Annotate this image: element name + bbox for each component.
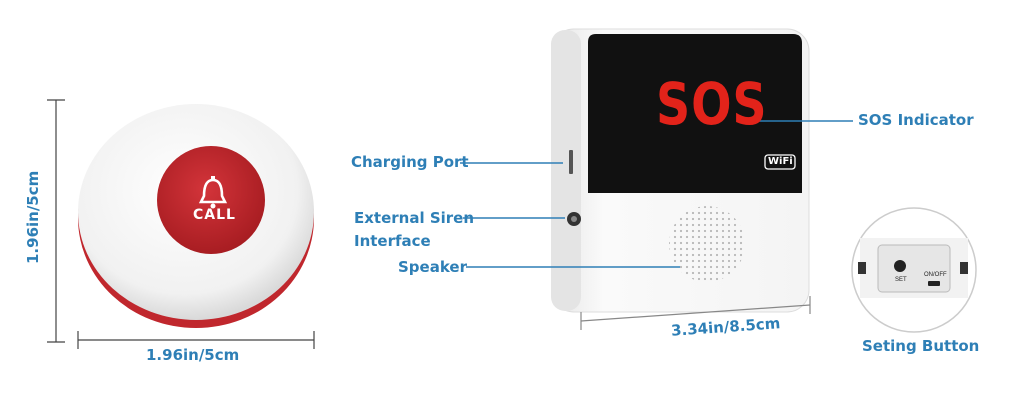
receiver-width-dimension <box>580 296 811 330</box>
setting-button-inset <box>851 207 977 333</box>
sos-display-text: SOS <box>656 70 768 138</box>
sos-indicator-label: SOS Indicator <box>858 111 974 129</box>
call-button-height-label: 1.96in/5cm <box>24 170 42 264</box>
call-button-width-label: 1.96in/5cm <box>146 346 240 364</box>
set-label: SET <box>895 277 907 283</box>
call-button-width-dimension <box>77 331 315 349</box>
wifi-text: WiFi <box>768 156 793 167</box>
call-text: CALL <box>193 207 236 223</box>
external-siren-label-line1: External Siren <box>354 209 475 227</box>
speaker-label: Speaker <box>398 258 467 276</box>
wifi-badge <box>764 154 796 170</box>
bell-icon <box>198 176 228 209</box>
external-siren-label-line2: Interface <box>354 232 431 250</box>
setting-button-caption: Seting Button <box>862 337 980 355</box>
receiver-device <box>551 28 810 313</box>
speaker-grille <box>669 206 745 282</box>
onoff-switch <box>928 281 940 286</box>
charging-port-label: Charging Port <box>351 153 469 171</box>
display-panel <box>588 34 802 193</box>
onoff-label: ON/OFF <box>924 272 947 278</box>
set-button <box>894 260 906 272</box>
charging-port <box>569 150 573 174</box>
call-button-height-dimension <box>47 99 65 343</box>
call-button-device <box>78 104 314 328</box>
